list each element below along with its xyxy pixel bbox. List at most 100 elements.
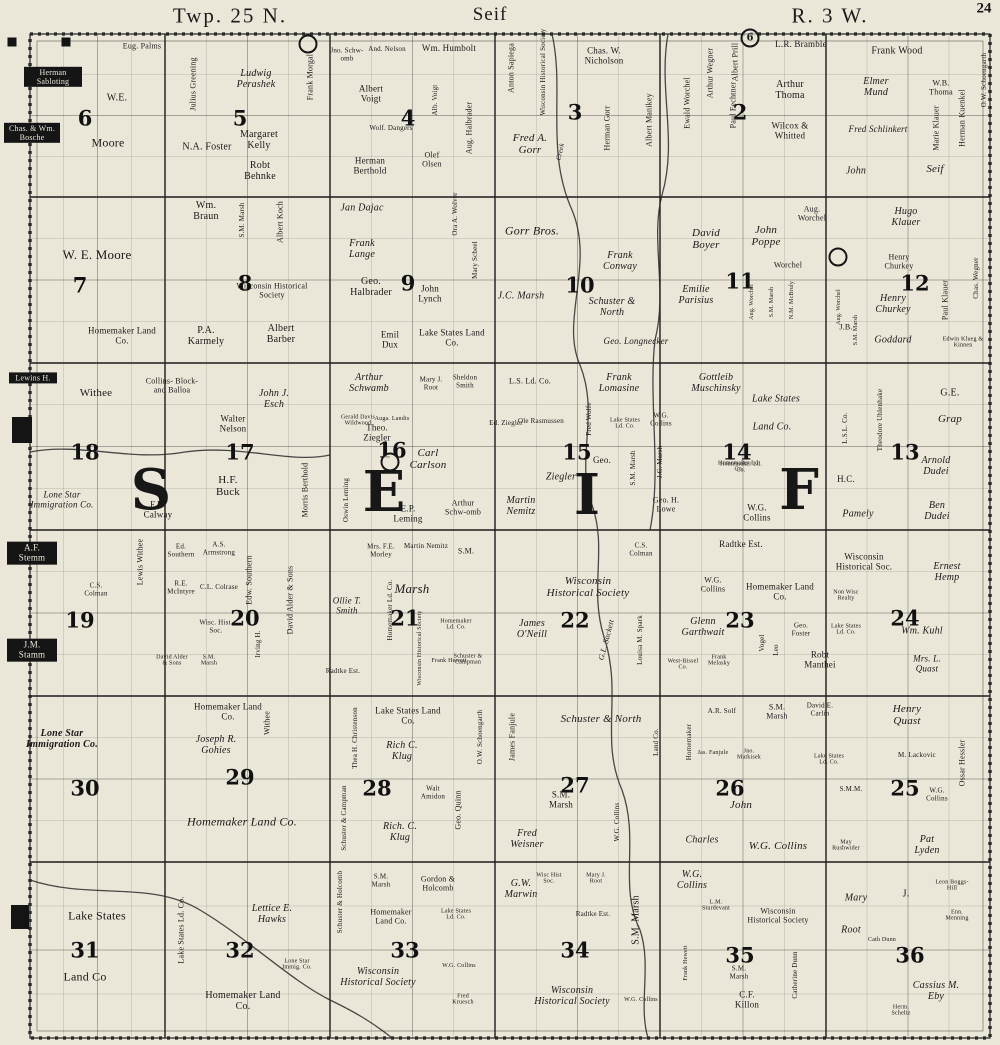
parcel-label: Radtke Est. — [575, 910, 611, 919]
parcel-label: W.G. Collins — [700, 575, 726, 593]
parcel-label: Radtke Est. — [719, 539, 763, 550]
parcel-label: J. — [902, 888, 910, 900]
parcel-label: Non Wisc Realty — [833, 589, 859, 602]
parcel-label: Frank Melasky — [707, 654, 731, 667]
parcel-label: Ole Rasmussen — [518, 417, 564, 426]
parcel-label: Lone Star Immigration Co. — [30, 489, 94, 509]
parcel-label: S.M. Marsh — [768, 286, 775, 318]
section-number: 24 — [890, 605, 920, 631]
parcel-label: G.E. — [940, 387, 960, 399]
parcel-label: Wm. Kuhl — [901, 625, 943, 637]
parcel-label: Paul Klauer — [940, 279, 950, 321]
parcel-label: Moore — [91, 135, 125, 150]
parcel-label: W.E. — [106, 92, 128, 104]
parcel-label: Frank Hewett — [682, 945, 689, 981]
parcel-label: F.D. Calway — [143, 499, 173, 519]
parcel-label: West-Bissel Co. — [667, 658, 699, 671]
parcel-label: Marie Klauer — [931, 105, 941, 151]
parcel-label: Chas. Wegner — [972, 257, 981, 299]
township-name-letter: S — [130, 457, 174, 523]
parcel-label: C.S. Colman — [84, 581, 108, 597]
parcel-label: S.M. Marsh — [549, 789, 573, 809]
parcel-label: May Rushwider — [832, 839, 860, 852]
parcel-label: David Boyer — [692, 227, 720, 251]
parcel-label: Louisa M. Spark — [636, 615, 645, 665]
parcel-label: Ollie T. Smith — [332, 595, 362, 615]
section-number: 8 — [237, 270, 253, 296]
parcel-label: Withee — [262, 711, 272, 735]
parcel-label: Jan Dajac — [340, 202, 384, 214]
section-number: 12 — [900, 270, 930, 296]
parcel-label: Land Co. — [752, 421, 792, 433]
parcel-label: Fred Schlinkert — [848, 124, 908, 135]
parcel-label: Martin Nemitz — [506, 495, 536, 517]
parcel-label: Aug. Worchel — [797, 204, 827, 222]
parcel-label: Martin Nemitz — [404, 542, 449, 551]
parcel-label: Mary Scheel — [471, 241, 480, 279]
parcel-label: James O'Neill — [516, 618, 548, 640]
parcel-label: Homemaker Land Co. — [745, 581, 815, 601]
parcel-label: Ewald Worchel — [682, 77, 692, 129]
parcel-label: Worchel — [773, 260, 803, 270]
parcel-label: Frank Lange — [349, 238, 375, 260]
parcel-label: C.F. Killon — [734, 989, 760, 1009]
page-number: 24 — [976, 0, 992, 17]
parcel-label: Herman Kuenkel — [957, 89, 967, 147]
parcel-label: L.M. Sturdevant — [702, 899, 730, 912]
parcel-label: Eug. Palms — [122, 41, 162, 51]
parcel-label: Homemaker Land Co. — [187, 814, 297, 829]
parcel-label: Arthur Wegner — [705, 47, 715, 99]
parcel-label: Frank Lomasine — [598, 372, 640, 394]
parcel-label: Theo. Ziegler — [363, 422, 391, 442]
parcel-label: Lake States Land Co. — [419, 327, 485, 347]
parcel-label: Elmer Mund — [863, 76, 889, 98]
parcel-label: Catherine Dunn — [791, 951, 800, 999]
section-number: 28 — [362, 775, 392, 801]
section-number: 22 — [560, 607, 590, 633]
parcel-label: Schuster & North — [560, 713, 642, 726]
parcel-label: Julius Greening — [188, 57, 198, 111]
parcel-label: Schuster & Holcomb — [336, 870, 345, 934]
parcel-label: Vogel — [758, 634, 767, 652]
parcel-label: Geo. — [592, 455, 612, 466]
parcel-label: Herm. Scheltz — [891, 1004, 911, 1017]
parcel-label: Rich. C. Klug — [382, 821, 418, 843]
parcel-label: J.C. Marsh — [497, 290, 545, 302]
parcel-label: Enn. Menning — [945, 909, 969, 922]
parcel-label: Arthur Schw-omb — [444, 498, 482, 516]
section-number: 30 — [70, 775, 100, 801]
parcel-label: E.P. Leming — [393, 503, 423, 523]
parcel-label: Mrs. F.E. Morley — [367, 542, 395, 558]
parcel-label: Wisconsin Historical Soc. — [835, 551, 893, 571]
parcel-label: Geo. Longnecker — [603, 336, 669, 347]
route-marker-icon — [380, 452, 400, 472]
parcel-label: Homemaker Ld. Co. — [440, 618, 472, 631]
parcel-label: L.R. Bramble — [775, 39, 827, 50]
parcel-label: Edw. Southern — [244, 555, 254, 605]
parcel-label: L.S.L. Co. — [841, 412, 850, 444]
parcel-label: Fred Weisner — [510, 828, 544, 850]
parcel-label: Goddard — [874, 334, 912, 346]
parcel-label: O.W. Schoengarth — [980, 52, 989, 108]
parcel-label: Schuster & Campman — [453, 653, 483, 666]
range-label: R. 3 W. — [791, 3, 869, 28]
parcel-label: Lewis Withee — [135, 538, 145, 586]
parcel-label: Gerald Davis Wildwood — [340, 414, 376, 427]
survey-mark — [61, 37, 71, 47]
parcel-label: Wisconsin Historical Society — [539, 28, 548, 116]
parcel-label: Arthur Schwamb — [349, 372, 389, 394]
parcel-label: Ossar Hessler — [957, 739, 967, 787]
parcel-label: Lake States Land Co. — [375, 705, 441, 725]
parcel-label: Hugo Klauer — [891, 206, 921, 228]
parcel-label: Lettice E. Hawks — [251, 903, 293, 925]
parcel-label: Ben Dudei — [924, 500, 950, 522]
parcel-label: Seif — [926, 163, 944, 176]
parcel-label: Arthur Thoma — [775, 79, 805, 101]
parcel-label: A.R. Solf — [707, 707, 737, 716]
parcel-label: Robt Behnke — [244, 160, 276, 182]
parcel-label: John J. Esch — [258, 388, 290, 410]
parcel-label: Wisconsin Historical Society — [534, 985, 610, 1007]
parcel-label: Pat Lyden — [914, 834, 940, 856]
parcel-label: Lewins H. — [9, 372, 57, 384]
